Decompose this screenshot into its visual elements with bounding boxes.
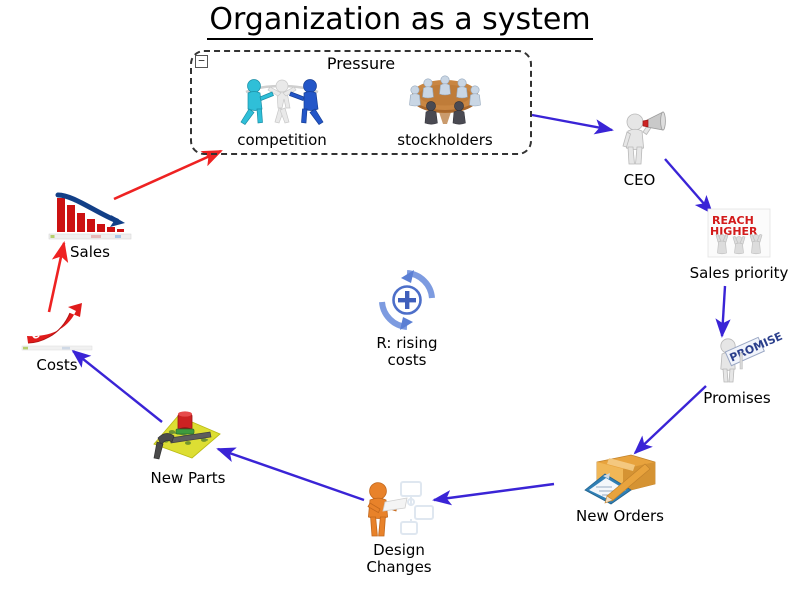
node-label-design-changes: Design Changes [366,541,432,576]
circuit-parts-icon [148,410,228,468]
connector-new-orders-to-design-changes [432,482,555,506]
node-label-ceo: CEO [623,171,656,189]
svg-text:COSTS: COSTS [30,314,67,343]
collapse-minus-icon[interactable]: − [195,55,208,68]
reinforcing-loop-plus-icon [374,267,440,333]
node-label-new-parts: New Parts [150,469,226,487]
connector-design-changes-to-new-parts [216,447,365,502]
node-new-parts[interactable]: New Parts [131,410,245,487]
promise-sign-person-icon: PROMISE [709,330,785,388]
connector-ceo-to-sales-priority [664,158,714,215]
pressure-group-label: Pressure [326,54,396,73]
node-label-new-orders: New Orders [576,507,664,525]
node-label-sales: Sales [70,243,110,261]
page-title-text: Organization as a system [207,3,593,41]
declining-bar-chart-icon [47,186,133,242]
node-design-changes[interactable]: Design Changes [349,478,449,576]
designer-person-icon [357,478,441,540]
node-ceo[interactable]: CEO [592,108,687,189]
node-competition[interactable]: competition [222,68,342,149]
node-stockholders[interactable]: stockholders [385,70,505,149]
node-new-orders[interactable]: New Orders [557,448,683,525]
connector-sales-priority-to-promises [715,285,731,338]
node-costs[interactable]: COSTS Costs [9,303,105,374]
tug-of-war-icon [234,68,330,130]
reach-higher-letters-icon: REACH HIGHER [707,208,771,263]
node-label-competition: competition [237,131,327,149]
order-box-clipboard-icon [579,448,661,506]
node-label-stockholders: stockholders [397,131,493,149]
node-reinforcing-loop: R: rising costs [357,267,457,369]
rising-cost-arrow-icon: COSTS [21,303,93,355]
connector-new-parts-to-costs [71,349,163,423]
node-label-promises: Promises [703,389,771,407]
node-sales[interactable]: Sales [35,186,145,261]
node-sales-priority[interactable]: REACH HIGHER Sales priority [680,208,798,282]
megaphone-person-icon [613,108,667,170]
node-label-costs: Costs [36,356,78,374]
pressure-group-box[interactable] [190,50,532,155]
connector-costs-to-sales [47,240,69,313]
node-label-reinforcing-loop: R: rising costs [376,334,438,369]
connector-promises-to-new-orders [633,385,707,455]
page-title: Organization as a system [0,2,800,41]
connector-pressure-to-ceo [531,113,614,135]
node-label-sales-priority: Sales priority [689,264,789,282]
boardroom-table-icon [397,70,493,130]
node-promises[interactable]: PROMISE Promises [682,330,792,407]
connector-sales-to-pressure [113,149,223,201]
svg-text:REACH: REACH [712,214,754,227]
